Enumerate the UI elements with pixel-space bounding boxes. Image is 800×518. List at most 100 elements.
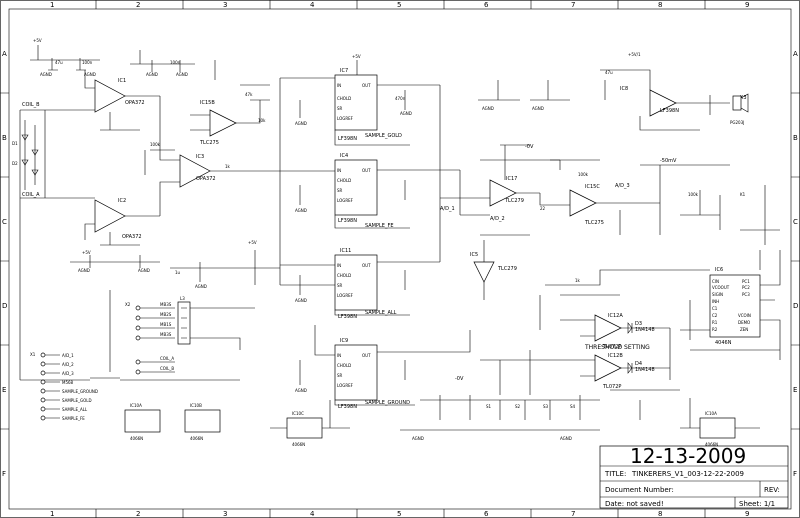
agnd-label-14: AGND [532, 106, 544, 111]
audio-output: IC8 LF398N +5V/1 47u X3 PG203J AGND AGND [478, 52, 749, 131]
ic3-ref: IC3 [196, 154, 204, 160]
a-d-3-net-1: A/D_3 [615, 183, 630, 189]
plus5v-label-4: +5V [352, 54, 361, 59]
minus50mv-label-1: -50mV [660, 158, 677, 164]
agnd-label-11: AGND [295, 298, 307, 303]
analog-switches: IC10A 4066N IC10B 4066N IC10C 4066N IC10… [124, 398, 760, 447]
ic1-part: OPA372 [125, 100, 145, 106]
ic10-right-part: 4066N [705, 442, 718, 447]
sample-ground-net-1: SAMPLE_GROUND [365, 400, 410, 406]
ic7-pin-sr: SR [337, 106, 343, 111]
agnd-label-16: AGND [560, 436, 572, 441]
ic17-part: TLC279 [504, 198, 524, 204]
d4-label: D4 [635, 361, 642, 367]
ic8-part: LF398N [660, 108, 679, 114]
title-block-doc-number: Document Number: [605, 486, 674, 494]
ic9-pin-ch: CHOLD [337, 363, 351, 368]
grid-row-c: C [2, 218, 7, 226]
grid-row-d: D [2, 302, 7, 310]
grid-col-8: 8 [658, 1, 662, 9]
ic12a-ref: IC12A [608, 313, 623, 319]
grid-col-4: 4 [310, 1, 315, 9]
agnd-label-8: AGND [295, 121, 307, 126]
switch-s3: S3 [543, 404, 549, 409]
ic17-ref: IC17 [506, 176, 517, 182]
grid-col-9-bottom: 9 [745, 510, 749, 518]
ic15b-part: TLC275 [199, 140, 219, 146]
ic7-part: LF398N [338, 136, 357, 142]
grid-column-labels: 1 2 3 4 5 6 7 8 9 1 2 3 4 5 6 7 8 9 [50, 1, 749, 518]
plus5v-label-2: +5V [82, 250, 91, 255]
ic2-ref: IC2 [118, 198, 126, 204]
plus5v-label-3: +5V [248, 240, 257, 245]
ic4-pin-in: IN [337, 168, 341, 173]
agnd-label-2: AGND [84, 72, 96, 77]
switch-s4: S4 [570, 404, 576, 409]
ic10c-ref: IC10C [292, 411, 304, 416]
c-470n-label-1: 470n [395, 96, 406, 101]
r-1k-label-2: 1k [575, 278, 581, 283]
c-1u-label-1: 1u [175, 270, 181, 275]
ic8-ref: IC8 [620, 86, 628, 92]
ic5-ref: IC5 [470, 252, 478, 258]
mux-section: IC17 TLC279 -0V A/D_1 A/D_2 IC5 TLC279 I… [279, 78, 746, 353]
ic3-part: OPA372 [196, 176, 216, 182]
grid-row-a-right: A [793, 50, 798, 58]
x1-pin-5: SAMPLE_GROUND [62, 389, 98, 394]
sample-hold-ic7: IC7 IN CHOLD SR LOGREF OUT LF398N SAMPLE… [280, 54, 440, 146]
pll-pin-r2: R2 [712, 327, 718, 332]
c-22-label-1: 22 [540, 206, 546, 211]
grid-row-e: E [2, 386, 6, 394]
grid-row-f: F [2, 470, 6, 478]
ic5-part: TLC279 [497, 266, 517, 272]
coil-a-net-label: COIL_A [22, 192, 40, 198]
x2-label-4: MB3S [160, 332, 172, 337]
grid-col-5-bottom: 5 [397, 510, 401, 518]
agnd-label-4: AGND [176, 72, 188, 77]
x2-header: X2 MB3S MB2S MB1S MB3S COIL_A COIL_B L3 [19, 110, 255, 381]
title-block-date: 12-13-2009 [630, 444, 746, 468]
ic10c-part: 4066N [292, 442, 305, 447]
title-block-sheet: Sheet: 1/1 [739, 500, 775, 508]
agnd-label-15: AGND [412, 436, 424, 441]
switch-s2: S2 [515, 404, 521, 409]
grid-col-1-bottom: 1 [50, 510, 54, 518]
title-block-title-label: TITLE: [604, 470, 626, 478]
pll-pin-r1: R1 [712, 320, 718, 325]
ic12b-part: TL072P [602, 384, 621, 390]
x1-ref: X1 [30, 352, 36, 357]
ic9-pin-lr: LOGREF [337, 383, 354, 388]
ic7-pin-lr: LOGREF [337, 116, 354, 121]
grid-col-6-bottom: 6 [484, 510, 489, 518]
ic6-ref: IC6 [715, 267, 723, 273]
ic9-pin-out: OUT [362, 353, 371, 358]
d4-part: 1N4148 [635, 367, 655, 373]
grid-col-2-bottom: 2 [136, 510, 140, 518]
d3-part: 1N4148 [635, 327, 655, 333]
l3-label: L3 [180, 296, 185, 301]
ic2-part: OPA372 [122, 234, 142, 240]
agnd-label-10: AGND [295, 208, 307, 213]
ic15c-ref: IC15C [585, 184, 600, 190]
ic11-pin-out: OUT [362, 263, 371, 268]
grid-row-b: B [2, 134, 7, 142]
ic10b-part: 4066N [190, 436, 203, 441]
x2-ref: X2 [125, 302, 131, 307]
agnd-label-1: AGND [40, 72, 52, 77]
ic11-part: LF398N [338, 314, 357, 320]
c-47u-label-2: 47u [605, 70, 613, 75]
x2-label-6: COIL_B [160, 366, 174, 371]
ic12a-part: TL072P [602, 344, 621, 350]
x1-pin-3: A/D_3 [62, 371, 74, 376]
ic11-pin-lr: LOGREF [337, 293, 354, 298]
ic9-ref: IC9 [340, 338, 348, 344]
ic10a-ref: IC10A [130, 403, 142, 408]
threshold-setting-label: THRESHOLD SETTING [584, 344, 650, 351]
title-block: 12-13-2009 TITLE: TINKERERS_V1_003-12-22… [599, 444, 789, 509]
ic4-pin-lr: LOGREF [337, 198, 354, 203]
title-block-date-saved: Date: not saved! [605, 500, 664, 508]
ic4-pin-sr: SR [337, 188, 343, 193]
x3-ref: X3 [740, 95, 747, 101]
d2-label: D2 [12, 161, 18, 166]
